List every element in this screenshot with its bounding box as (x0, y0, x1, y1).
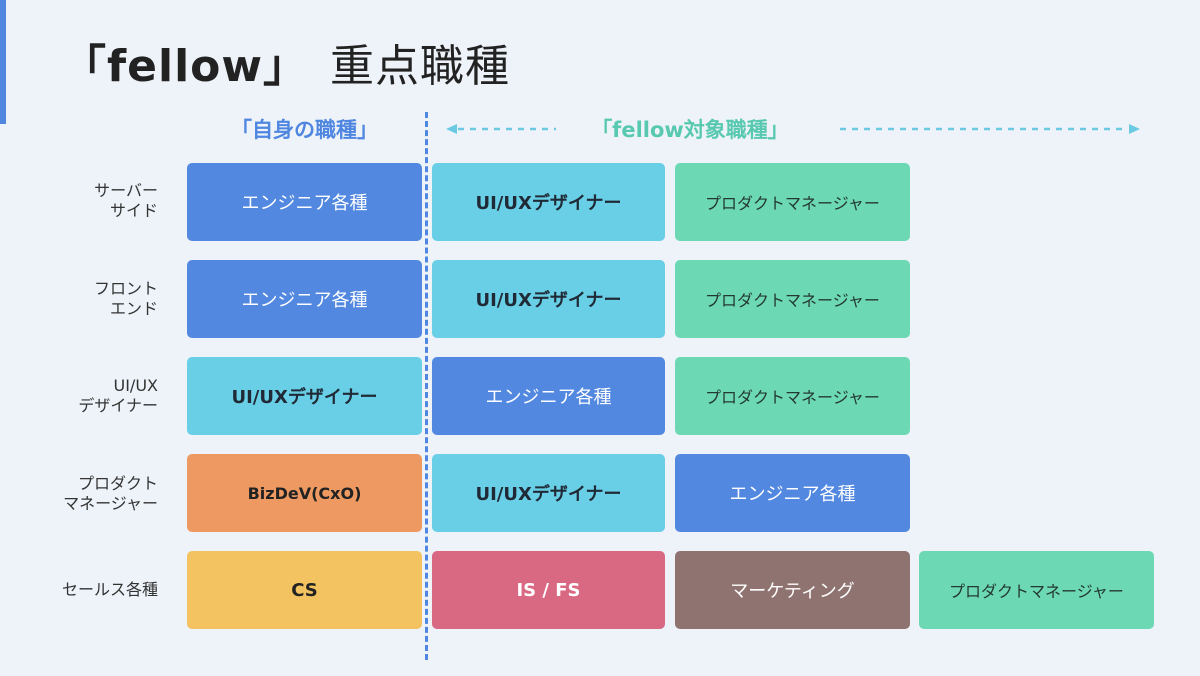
title-brand: 「fellow」 (62, 41, 309, 92)
role-box: UI/UXデザイナー (187, 357, 422, 435)
row-label-line1: サーバー (94, 181, 158, 200)
fellow-role-header: 「fellow対象職種」 (591, 118, 789, 142)
divider-line (425, 112, 428, 660)
arrow-right-icon (840, 124, 1140, 134)
role-box: プロダクトマネージャー (675, 260, 910, 338)
role-box: エンジニア各種 (187, 260, 422, 338)
accent-bar (0, 0, 6, 124)
role-box: プロダクトマネージャー (919, 551, 1154, 629)
role-box: エンジニア各種 (432, 357, 665, 435)
row-label-line2: マネージャー (63, 494, 158, 513)
role-box: マーケティング (675, 551, 910, 629)
role-box: プロダクトマネージャー (675, 163, 910, 241)
role-box: UI/UXデザイナー (432, 163, 665, 241)
row-label-uiux-designer: UI/UX デザイナー (20, 376, 158, 416)
row-label-sales: セールス各種 (20, 580, 158, 600)
title-rest: 重点職種 (330, 41, 511, 92)
row-label-front-end: フロント エンド (20, 279, 158, 319)
role-box: UI/UXデザイナー (432, 454, 665, 532)
row-label-line2: サイド (109, 201, 158, 220)
row-label-product-manager: プロダクト マネージャー (20, 474, 158, 514)
role-box: エンジニア各種 (187, 163, 422, 241)
role-box: BizDeV(CxO) (187, 454, 422, 532)
role-box: IS / FS (432, 551, 665, 629)
own-role-header: 「自身の職種」 (231, 118, 378, 142)
row-label-line1: セールス各種 (61, 580, 158, 599)
role-box: プロダクトマネージャー (675, 357, 910, 435)
role-box: エンジニア各種 (675, 454, 910, 532)
role-box: UI/UXデザイナー (432, 260, 665, 338)
row-label-line1: プロダクト (77, 474, 158, 493)
arrow-left-icon (446, 124, 556, 134)
row-label-server-side: サーバー サイド (20, 181, 158, 221)
row-label-line1: UI/UX (113, 376, 159, 395)
row-label-line2: デザイナー (78, 396, 158, 415)
row-label-line1: フロント (93, 279, 158, 298)
role-box: CS (187, 551, 422, 629)
row-label-line2: エンド (109, 299, 158, 318)
slide-title: 「fellow」重点職種 (62, 30, 510, 94)
